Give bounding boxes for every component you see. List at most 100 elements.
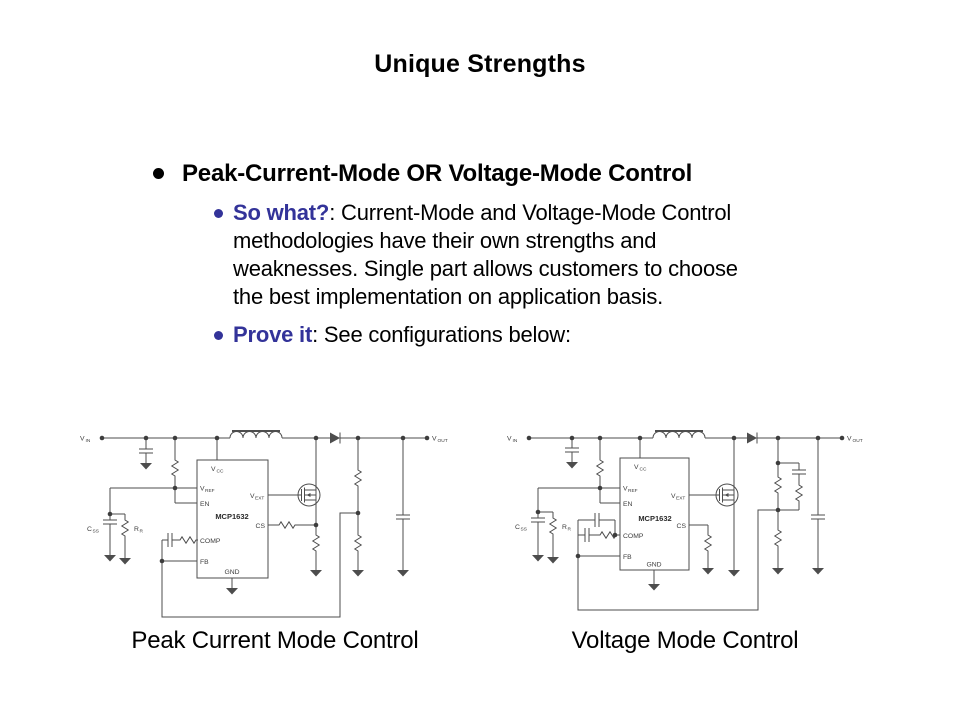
pin-label-vext: V [250, 493, 255, 500]
pin-label-vref-sub: REF [628, 488, 638, 494]
svg-text:C: C [515, 524, 520, 531]
pin-label-vref: V [200, 486, 205, 493]
net-label-vin: V IN [507, 436, 518, 445]
diode-icon [329, 432, 341, 444]
net-label-vout: V OUT [432, 436, 448, 445]
pin-label-vext-sub: EXT [676, 496, 685, 502]
so-what-lead: So what? [233, 200, 330, 225]
output-capacitor-icon [395, 514, 411, 520]
comp-capacitor-icon [167, 532, 173, 548]
pin-label-fb: FB [200, 559, 209, 566]
diode-icon [746, 432, 758, 444]
inductor-icon [229, 430, 283, 439]
so-what-line1: So what?: Current-Mode and Voltage-Mode … [233, 199, 738, 227]
pullup-resistor-icon [171, 457, 179, 479]
prove-it-lead: Prove it [233, 322, 313, 347]
caption-voltage-mode: Voltage Mode Control [571, 627, 799, 654]
net-label-rr: R R [134, 526, 144, 535]
pin-label-gnd: GND [224, 569, 239, 576]
input-capacitor-icon [564, 447, 580, 453]
part-number: MCP1632 [638, 514, 671, 523]
pin-label-cs: CS [677, 523, 687, 530]
net-label-css-sub: SS [93, 529, 99, 535]
so-what-text: So what?: Current-Mode and Voltage-Mode … [233, 199, 738, 311]
divider-bottom-resistor-icon [774, 527, 782, 549]
pin-label-fb: FB [623, 554, 632, 561]
so-what-line4: the best implementation on application b… [233, 284, 664, 309]
rr-resistor-icon [121, 517, 129, 539]
pin-label-vref: V [623, 486, 628, 493]
net-label-vin: V IN [80, 436, 91, 445]
pin-label-gnd: GND [646, 562, 661, 569]
bullet-prove-it: Prove it: See configurations below: [214, 321, 834, 349]
net-label-vout-sub: OUT [853, 438, 863, 444]
prove-it-text: Prove it: See configurations below: [233, 321, 571, 349]
cs-filter-resistor-icon [276, 521, 298, 529]
so-what-line3: weaknesses. Single part allows customers… [233, 256, 738, 281]
pin-label-vext-sub: EXT [255, 496, 264, 502]
net-label-vin-sub: IN [86, 438, 91, 444]
svg-text:V: V [847, 436, 852, 443]
net-label-css-sub: SS [521, 527, 527, 533]
output-capacitor-icon [810, 514, 826, 520]
svg-text:V: V [80, 436, 85, 443]
soft-start-capacitor-icon [530, 517, 546, 523]
input-capacitor-icon [138, 448, 154, 454]
pin-label-vext: V [671, 493, 676, 500]
inductor-icon [652, 430, 706, 439]
rr-resistor-icon [549, 515, 557, 537]
net-label-vout-sub: OUT [438, 438, 448, 444]
pin-label-vcc-sub: CC [640, 467, 647, 473]
pin-label-vcc-sub: CC [217, 469, 224, 475]
prove-it-rest: : See configurations below: [312, 322, 571, 347]
caption-peak-current-mode: Peak Current Mode Control [131, 627, 419, 654]
divider-bottom-resistor-icon [354, 532, 362, 554]
mosfet-icon [297, 483, 321, 507]
comp-series-capacitor-icon [584, 527, 590, 543]
voltage-mode-schematic: V CC V REF EN MCP1632 COMP FB GND V EXT … [507, 430, 863, 611]
pin-label-vcc: V [211, 466, 216, 473]
ic-chip: V CC V REF EN MCP1632 COMP FB GND V EXT … [619, 457, 690, 571]
soft-start-capacitor-icon [102, 519, 118, 525]
bullet-level1-text: Peak-Current-Mode OR Voltage-Mode Contro… [182, 160, 693, 187]
sense-resistor-icon [312, 532, 320, 554]
svg-text:C: C [87, 526, 92, 533]
divider-top-resistor-icon [354, 467, 362, 489]
pin-label-cs: CS [256, 523, 266, 530]
divider-top-resistor-icon [774, 474, 782, 496]
peak-current-mode-schematic: V CC V REF EN MCP1632 COMP FB GND V EXT … [80, 430, 448, 618]
pin-label-en: EN [623, 501, 633, 508]
feedforward-resistor-icon [795, 482, 803, 504]
comp-resistor-icon [177, 536, 199, 544]
pin-label-comp: COMP [200, 538, 221, 545]
pin-label-vcc: V [634, 464, 639, 471]
svg-text:V: V [432, 436, 437, 443]
net-label-vout: V OUT [847, 436, 863, 445]
svg-text:R: R [562, 524, 567, 531]
net-label-rr-sub: R [568, 527, 572, 533]
bullet-icon [153, 168, 164, 179]
slide-title: Unique Strengths [374, 50, 586, 78]
bullet-icon [214, 331, 223, 340]
comp-parallel-capacitor-icon [594, 512, 600, 528]
ic-chip: V CC V REF EN MCP1632 COMP FB GND V EXT … [196, 459, 269, 579]
cs-resistor-icon [704, 532, 712, 554]
svg-text:R: R [134, 526, 139, 533]
bullet-icon [214, 209, 223, 218]
mosfet-icon [715, 483, 739, 507]
net-label-rr: R R [562, 524, 572, 533]
pin-label-en: EN [200, 501, 210, 508]
bullet-level1: Peak-Current-Mode OR Voltage-Mode Contro… [153, 160, 853, 188]
so-what-line1-rest: : Current-Mode and Voltage-Mode Control [329, 200, 732, 225]
part-number: MCP1632 [215, 512, 248, 521]
pullup-resistor-icon [596, 457, 604, 479]
pin-label-vref-sub: REF [205, 488, 215, 494]
net-label-rr-sub: R [140, 529, 144, 535]
net-label-css: C SS [515, 524, 527, 533]
so-what-line2: methodologies have their own strengths a… [233, 228, 657, 253]
net-label-css: C SS [87, 526, 99, 535]
bullet-so-what: So what?: Current-Mode and Voltage-Mode … [214, 199, 834, 311]
net-label-vin-sub: IN [513, 438, 518, 444]
feedforward-capacitor-icon [791, 469, 807, 475]
pin-label-comp: COMP [623, 533, 644, 540]
